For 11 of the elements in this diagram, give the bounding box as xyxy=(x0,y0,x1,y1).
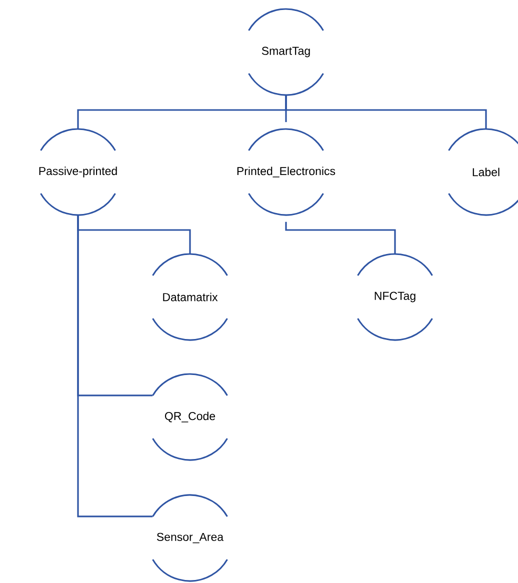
class-node: SmartTag xyxy=(248,8,324,96)
class-node: Label xyxy=(448,128,518,216)
connector-line xyxy=(285,95,487,129)
class-node: NFCTag xyxy=(357,253,433,341)
connector-line xyxy=(285,222,396,254)
class-node: Printed_Electronics xyxy=(237,128,336,216)
connector-line xyxy=(77,215,153,518)
class-node: Sensor_Area xyxy=(152,494,228,582)
class-node: Passive-printed xyxy=(39,128,117,216)
class-node: QR_Code xyxy=(152,373,228,461)
class-node: Datamatrix xyxy=(152,253,228,341)
